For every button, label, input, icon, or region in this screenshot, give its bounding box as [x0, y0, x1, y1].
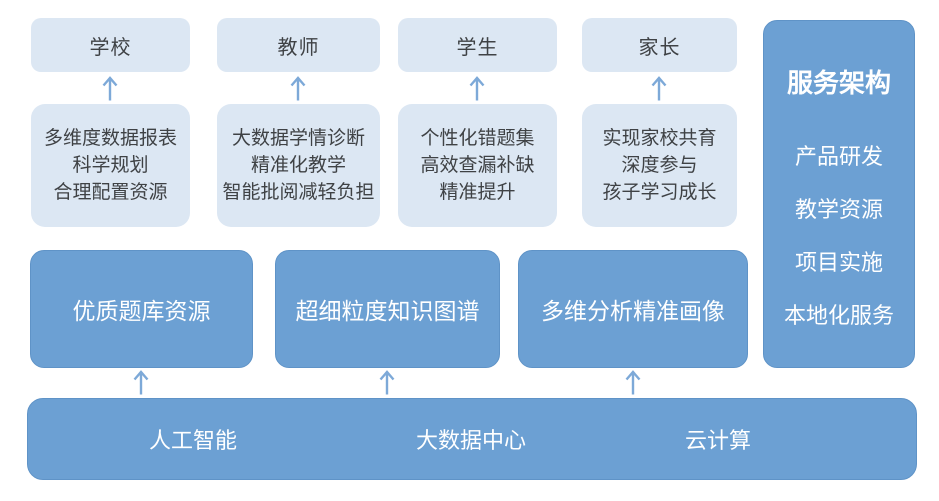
foundation-label-big-data: 大数据中心: [415, 428, 527, 453]
benefit-line: 精准化教学: [250, 155, 346, 176]
up-arrow-icon: [289, 75, 307, 102]
foundation-bar: 人工智能 大数据中心 云计算: [27, 398, 917, 480]
service-panel-title: 服务架构: [786, 68, 891, 98]
service-item-list: 产品研发 教学资源 项目实施 本地化服务: [784, 139, 894, 330]
stakeholder-box-student: 学生: [398, 18, 557, 72]
up-arrow-icon: [468, 75, 486, 102]
capability-label: 多维分析精准画像: [541, 298, 725, 324]
benefit-line: 多维度数据报表: [43, 128, 177, 149]
capability-label: 超细粒度知识图谱: [295, 298, 480, 324]
capability-box-question-bank: 优质题库资源: [30, 250, 253, 368]
foundation-label-cloud: 云计算: [684, 428, 752, 453]
stakeholder-label: 学生: [456, 36, 499, 59]
benefit-box-parent: 实现家校共育 深度参与 孩子学习成长: [582, 104, 737, 227]
up-arrow-icon: [101, 75, 119, 102]
stakeholder-box-teacher: 教师: [217, 18, 380, 72]
up-arrow-icon: [624, 369, 642, 396]
benefit-line: 孩子学习成长: [602, 182, 717, 203]
service-item: 产品研发: [794, 143, 883, 169]
stakeholder-label: 教师: [277, 36, 320, 59]
foundation-label-ai: 人工智能: [148, 428, 238, 453]
capability-label: 优质题库资源: [72, 298, 211, 324]
up-arrow-icon: [378, 369, 396, 396]
stakeholder-label: 学校: [89, 36, 132, 59]
service-item: 教学资源: [794, 196, 883, 222]
up-arrow-icon: [132, 369, 150, 396]
benefit-line: 深度参与: [621, 155, 698, 176]
capability-box-analysis-portrait: 多维分析精准画像: [518, 250, 748, 368]
benefit-box-student: 个性化错题集 高效查漏补缺 精准提升: [398, 104, 557, 227]
stakeholder-label: 家长: [638, 36, 681, 59]
benefit-line: 精准提升: [439, 182, 516, 203]
service-item: 项目实施: [794, 249, 883, 275]
benefit-line: 个性化错题集: [420, 128, 535, 149]
benefit-box-school: 多维度数据报表 科学规划 合理配置资源: [31, 104, 190, 227]
stakeholder-box-parent: 家长: [582, 18, 737, 72]
up-arrow-icon: [650, 75, 668, 102]
benefit-line: 实现家校共育: [602, 128, 717, 149]
stakeholder-box-school: 学校: [31, 18, 190, 72]
benefit-line: 智能批阅减轻负担: [222, 182, 375, 203]
benefit-line: 合理配置资源: [53, 182, 168, 203]
service-item: 本地化服务: [783, 302, 894, 328]
service-panel: 服务架构 产品研发 教学资源 项目实施 本地化服务: [763, 20, 915, 368]
benefit-line: 科学规划: [72, 155, 149, 176]
benefit-box-teacher: 大数据学情诊断 精准化教学 智能批阅减轻负担: [217, 104, 380, 227]
benefit-line: 大数据学情诊断: [231, 128, 365, 149]
benefit-line: 高效查漏补缺: [420, 155, 535, 176]
capability-box-knowledge-graph: 超细粒度知识图谱: [275, 250, 500, 368]
